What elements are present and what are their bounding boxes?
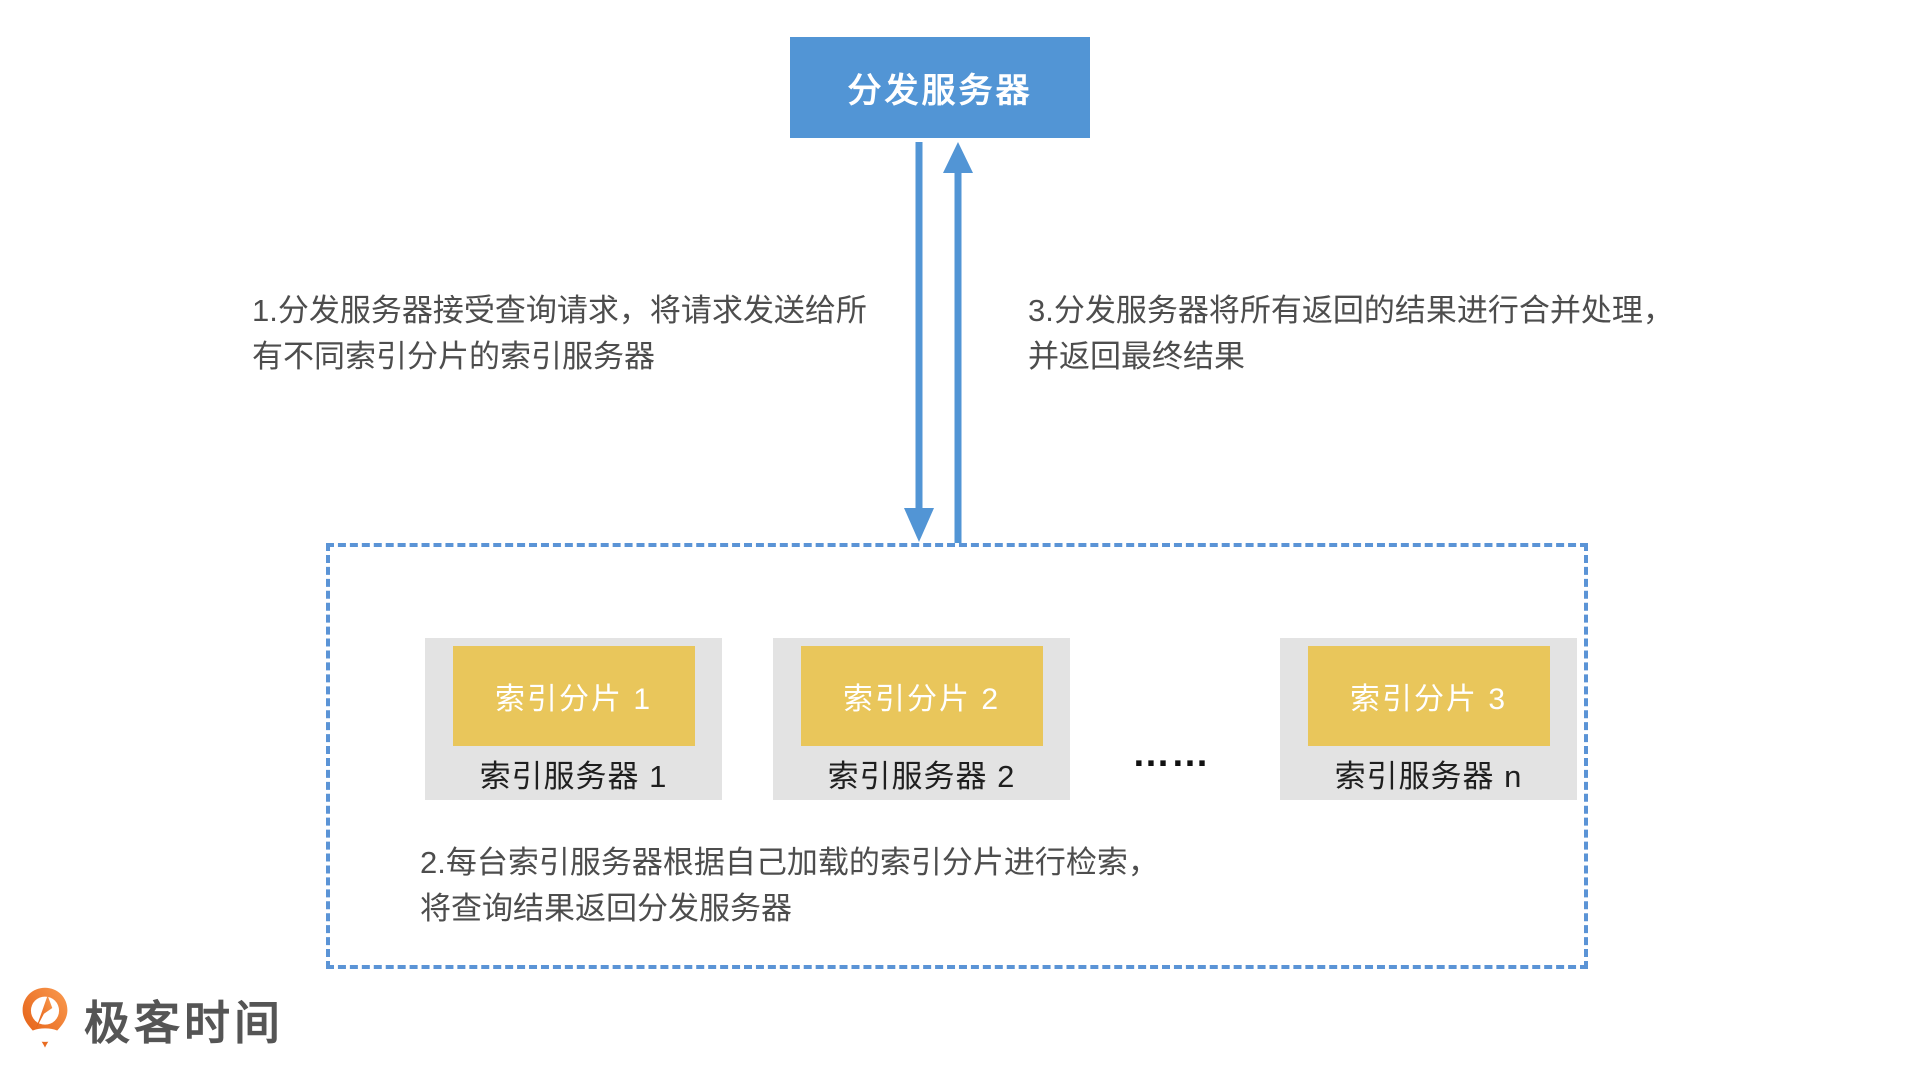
up-arrowhead-icon bbox=[943, 142, 973, 173]
index-server-label-n: 索引服务器 n bbox=[1334, 758, 1523, 794]
geektime-pin-icon bbox=[22, 987, 68, 1048]
request-response-arrows bbox=[904, 142, 973, 543]
distributor-server-box: 分发服务器 bbox=[790, 37, 1090, 138]
index-server-box-2: 索引分片 2 索引服务器 2 bbox=[773, 638, 1070, 800]
note-step2-search: 2.每台索引服务器根据自己加载的索引分片进行检索， 将查询结果返回分发服务器 bbox=[420, 840, 1159, 932]
note-step1-line1: 1.分发服务器接受查询请求，将请求发送给所 bbox=[252, 293, 867, 328]
index-server-box-1: 索引分片 1 索引服务器 1 bbox=[425, 638, 722, 800]
index-shard-label-2: 索引分片 2 bbox=[842, 683, 1001, 716]
note-step3-merge: 3.分发服务器将所有返回的结果进行合并处理， 并返回最终结果 bbox=[1028, 288, 1674, 380]
geektime-logo: 极客时间 bbox=[20, 986, 284, 1054]
note-step2-line1: 2.每台索引服务器根据自己加载的索引分片进行检索， bbox=[420, 845, 1159, 880]
note-step1-line2: 有不同索引分片的索引服务器 bbox=[252, 339, 655, 374]
index-shard-label-1: 索引分片 1 bbox=[494, 683, 653, 716]
note-step3-line2: 并返回最终结果 bbox=[1028, 339, 1245, 374]
geektime-logo-text: 极客时间 bbox=[84, 997, 284, 1049]
index-shard-box-3: 索引分片 3 bbox=[1307, 646, 1550, 746]
note-step1-dispatch: 1.分发服务器接受查询请求，将请求发送给所 有不同索引分片的索引服务器 bbox=[252, 288, 867, 380]
index-server-box-n: 索引分片 3 索引服务器 n bbox=[1280, 638, 1577, 800]
clock-needle bbox=[35, 995, 53, 1030]
index-shard-box-2: 索引分片 2 bbox=[800, 646, 1043, 746]
index-shard-box-1: 索引分片 1 bbox=[452, 646, 695, 746]
index-server-label-1: 索引服务器 1 bbox=[479, 758, 668, 794]
down-arrowhead-icon bbox=[904, 508, 934, 542]
note-step2-line2: 将查询结果返回分发服务器 bbox=[420, 891, 792, 926]
note-step3-line1: 3.分发服务器将所有返回的结果进行合并处理， bbox=[1028, 293, 1674, 328]
index-server-label-2: 索引服务器 2 bbox=[827, 758, 1016, 794]
distributor-server-label: 分发服务器 bbox=[847, 72, 1033, 110]
index-cluster-dashed-box bbox=[326, 543, 1588, 969]
more-servers-ellipsis: …… bbox=[1132, 733, 1210, 775]
pin-notch bbox=[28, 1028, 62, 1042]
index-shard-label-3: 索引分片 3 bbox=[1349, 683, 1508, 716]
